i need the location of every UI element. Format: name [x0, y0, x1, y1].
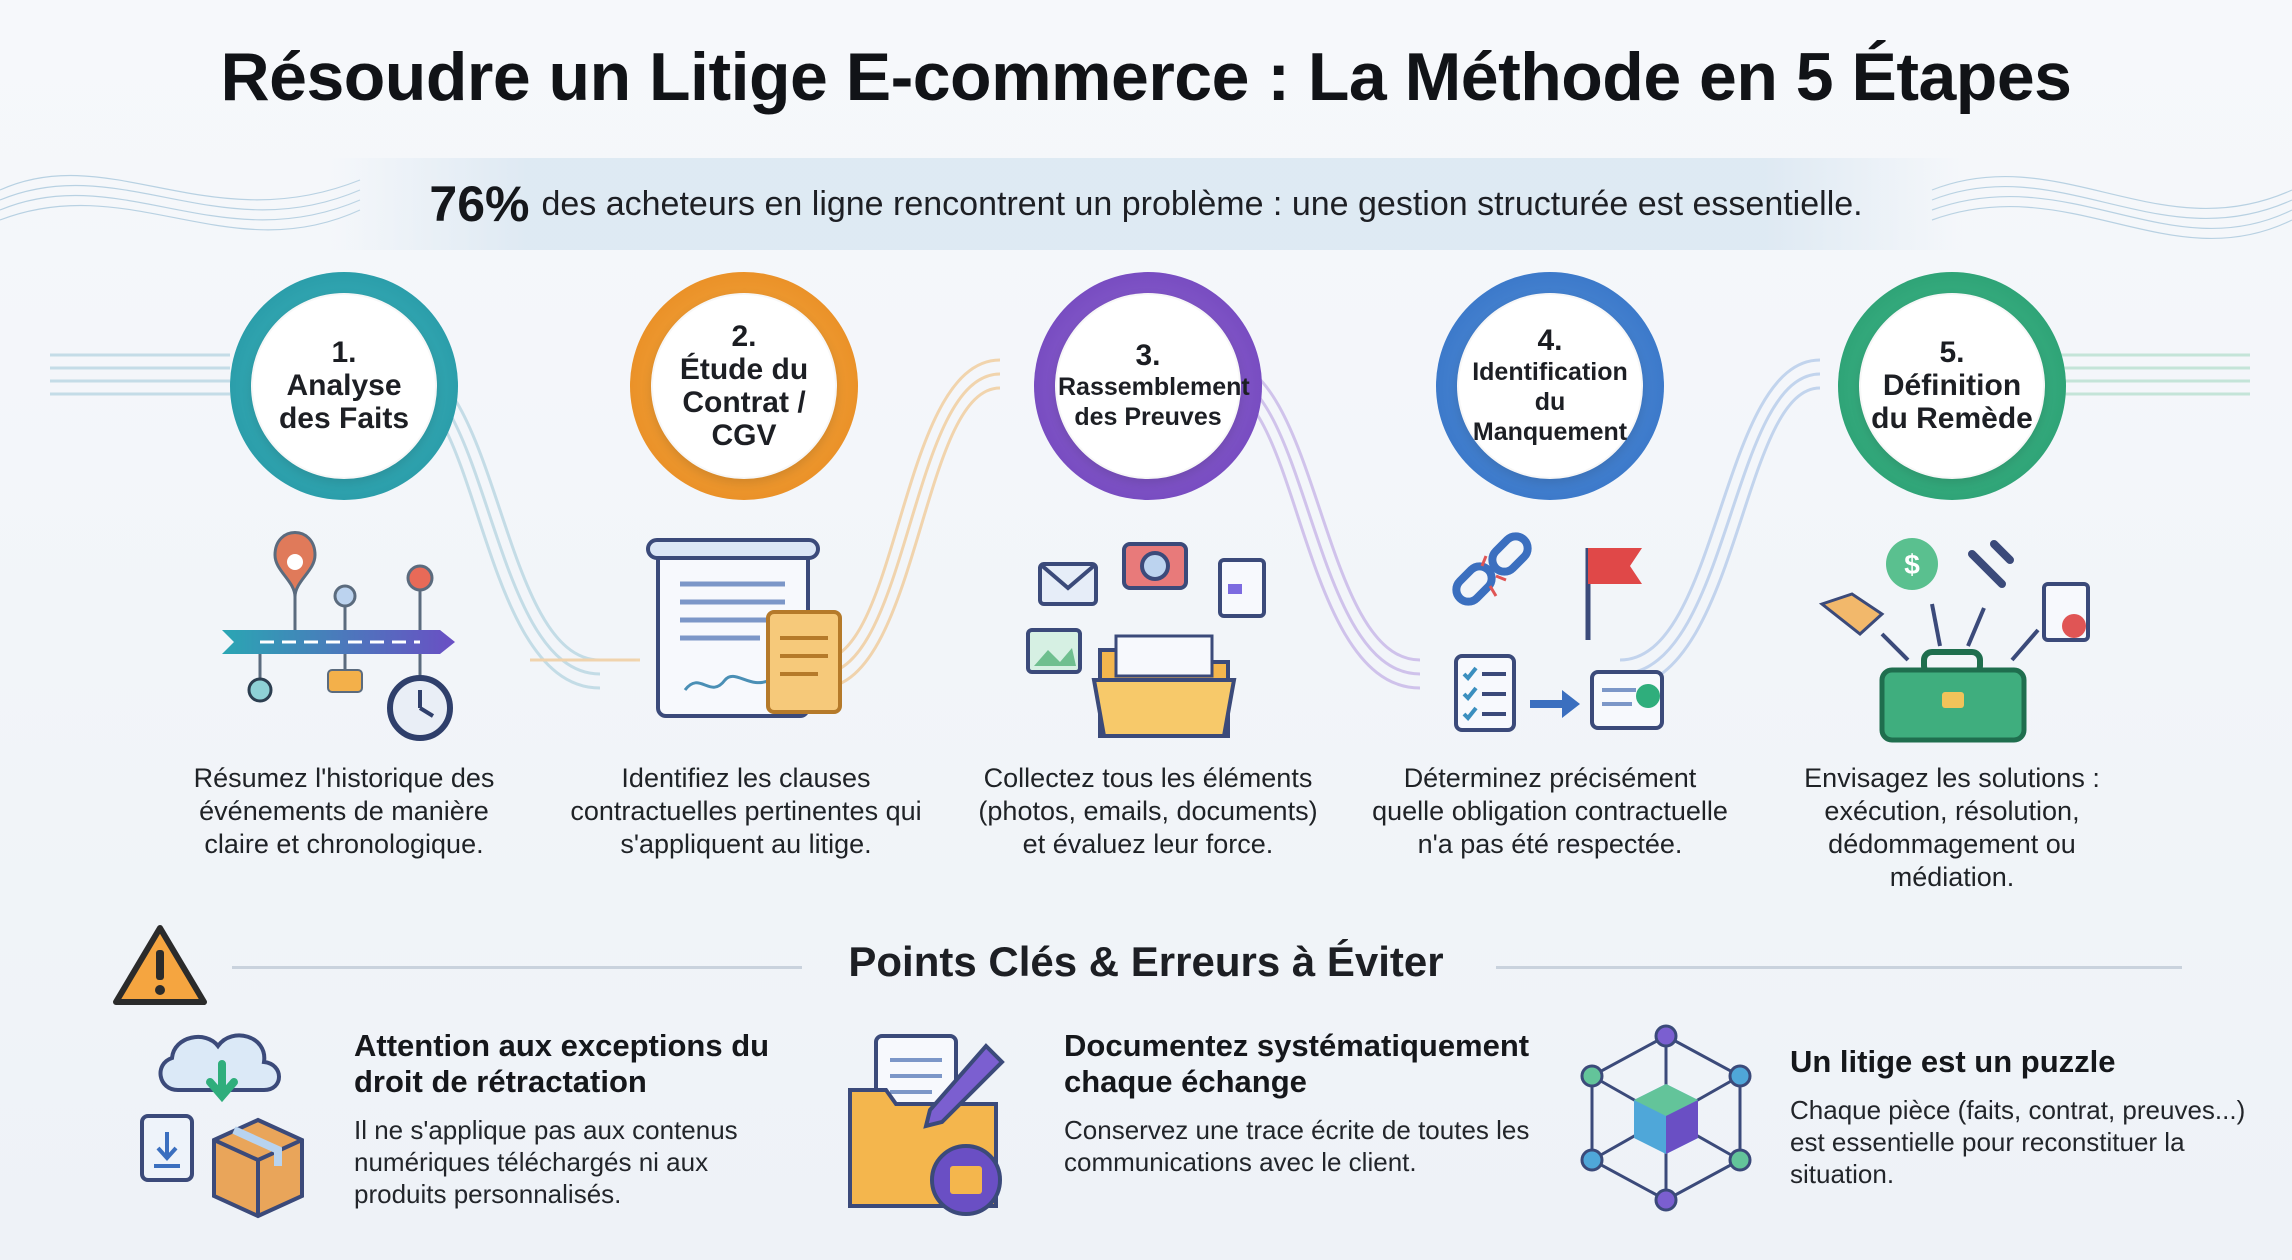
point-2: Documentez systématiquement chaque échan…	[1064, 1028, 1534, 1178]
process-ribbon	[50, 353, 2250, 690]
step-4-description: Déterminez précisément quelle obligation…	[1372, 763, 1728, 859]
points-title: Points Clés & Erreurs à Éviter	[848, 938, 1444, 985]
cloud-download-icon	[140, 1033, 304, 1219]
divider-right	[1496, 966, 2182, 969]
point-3-title: Un litige est un puzzle	[1790, 1044, 2116, 1079]
step-1-circle: 1. Analyse des Faits	[230, 272, 458, 500]
step-2-name: Étude du Contrat / CGV	[679, 352, 809, 452]
svg-text:$: $	[1904, 549, 1920, 580]
network-cube-icon	[1580, 1024, 1752, 1212]
contract-icon	[646, 538, 842, 718]
page-title: Résoudre un Litige E-commerce : La Métho…	[220, 39, 2072, 115]
point-1-body: Il ne s'applique pas aux contenus numéri…	[354, 1115, 738, 1209]
wave-decoration	[0, 175, 2292, 239]
evidence-folder-icon	[1026, 542, 1266, 738]
step-1-number: 1.	[331, 336, 357, 369]
folder-pen-icon	[848, 1034, 1005, 1216]
step-5-name: Définition du Remède	[1871, 369, 2033, 435]
step-5-description: Envisagez les solutions : exécution, rés…	[1804, 763, 2100, 892]
point-1-title: Attention aux exceptions du droit de rét…	[354, 1028, 770, 1099]
point-3-body: Chaque pièce (faits, contrat, preuves...…	[1790, 1095, 2246, 1189]
step-5-number: 5.	[1939, 336, 1965, 369]
step-2-description: Identifiez les clauses contractuelles pe…	[570, 763, 922, 859]
point-2-body: Conservez une trace écrite de toutes les…	[1064, 1115, 1530, 1177]
step-1-name: Analyse des Faits	[278, 369, 410, 435]
step-3-name: Rassemblement des Preuves	[1058, 373, 1250, 431]
timeline-icon	[222, 531, 455, 741]
step-4-circle: 4. Identification du Manquement	[1436, 272, 1664, 500]
divider-left	[232, 966, 802, 969]
point-3: Un litige est un puzzle Chaque pièce (fa…	[1790, 1044, 2250, 1190]
step-2-circle: 2. Étude du Contrat / CGV	[630, 272, 858, 500]
step-3-description: Collectez tous les éléments (photos, ema…	[978, 763, 1318, 859]
point-2-title: Documentez systématiquement chaque échan…	[1064, 1028, 1530, 1099]
stat-text: des acheteurs en ligne rencontrent un pr…	[541, 184, 1863, 223]
step-4-number: 4.	[1537, 324, 1563, 357]
point-1: Attention aux exceptions du droit de rét…	[354, 1028, 794, 1210]
step-3-circle: 3. Rassemblement des Preuves	[1034, 272, 1262, 500]
step-3-number: 3.	[1135, 339, 1161, 372]
step-1-description: Résumez l'historique des événements de m…	[193, 763, 495, 859]
step-4-name: Identification du Manquement	[1472, 358, 1628, 446]
broken-link-icon	[1452, 532, 1664, 732]
step-2-number: 2.	[731, 319, 757, 353]
warning-icon	[113, 925, 207, 1005]
stat-banner: 76% des acheteurs en ligne rencontrent u…	[330, 158, 1962, 250]
step-5-circle: 5. Définition du Remède	[1838, 272, 2066, 500]
toolbox-icon: $	[1818, 538, 2090, 743]
stat-value: 76%	[429, 176, 530, 232]
